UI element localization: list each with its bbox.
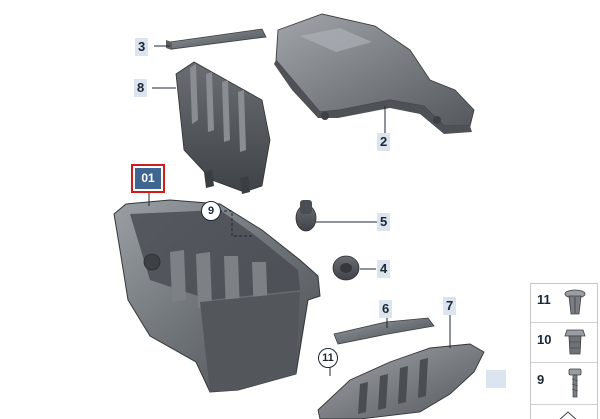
legend-label-9: 9: [537, 372, 545, 387]
callout-11[interactable]: 11: [318, 348, 338, 368]
legend-divider: [531, 404, 597, 405]
main-housing: [113, 199, 321, 393]
part-5-grommet: [295, 200, 317, 232]
legend-label-10: 10: [537, 332, 552, 347]
callout-6[interactable]: 6: [379, 300, 393, 318]
leader-lines: [148, 45, 451, 376]
legend-divider: [531, 362, 597, 363]
screw-icon: [568, 368, 582, 398]
expanding-nut-icon: [564, 329, 586, 355]
push-rivet-icon: [564, 289, 586, 315]
callout-9[interactable]: 9: [201, 201, 221, 221]
part-7-lower-cover: [317, 343, 485, 419]
more-parts-icon: [559, 411, 577, 419]
assembly-label-highlight[interactable]: 01: [131, 164, 165, 193]
callout-5[interactable]: 5: [377, 213, 391, 231]
callout-empty[interactable]: [486, 370, 506, 388]
part-6-strip: [333, 317, 435, 345]
callout-3[interactable]: 3: [135, 38, 149, 56]
part-2-cover: [274, 13, 475, 134]
part-4-grommet: [332, 255, 360, 281]
callout-8[interactable]: 8: [134, 79, 148, 97]
callout-2[interactable]: 2: [377, 133, 391, 151]
legend-label-11: 11: [537, 292, 551, 307]
assembly-label: 01: [135, 168, 161, 189]
part-8-bracket: [175, 61, 271, 194]
fastener-legend: 11 10 9: [530, 283, 598, 419]
legend-divider: [531, 322, 597, 323]
callout-7[interactable]: 7: [443, 297, 457, 315]
callout-4[interactable]: 4: [377, 260, 391, 278]
part-3-strip: [166, 28, 267, 50]
